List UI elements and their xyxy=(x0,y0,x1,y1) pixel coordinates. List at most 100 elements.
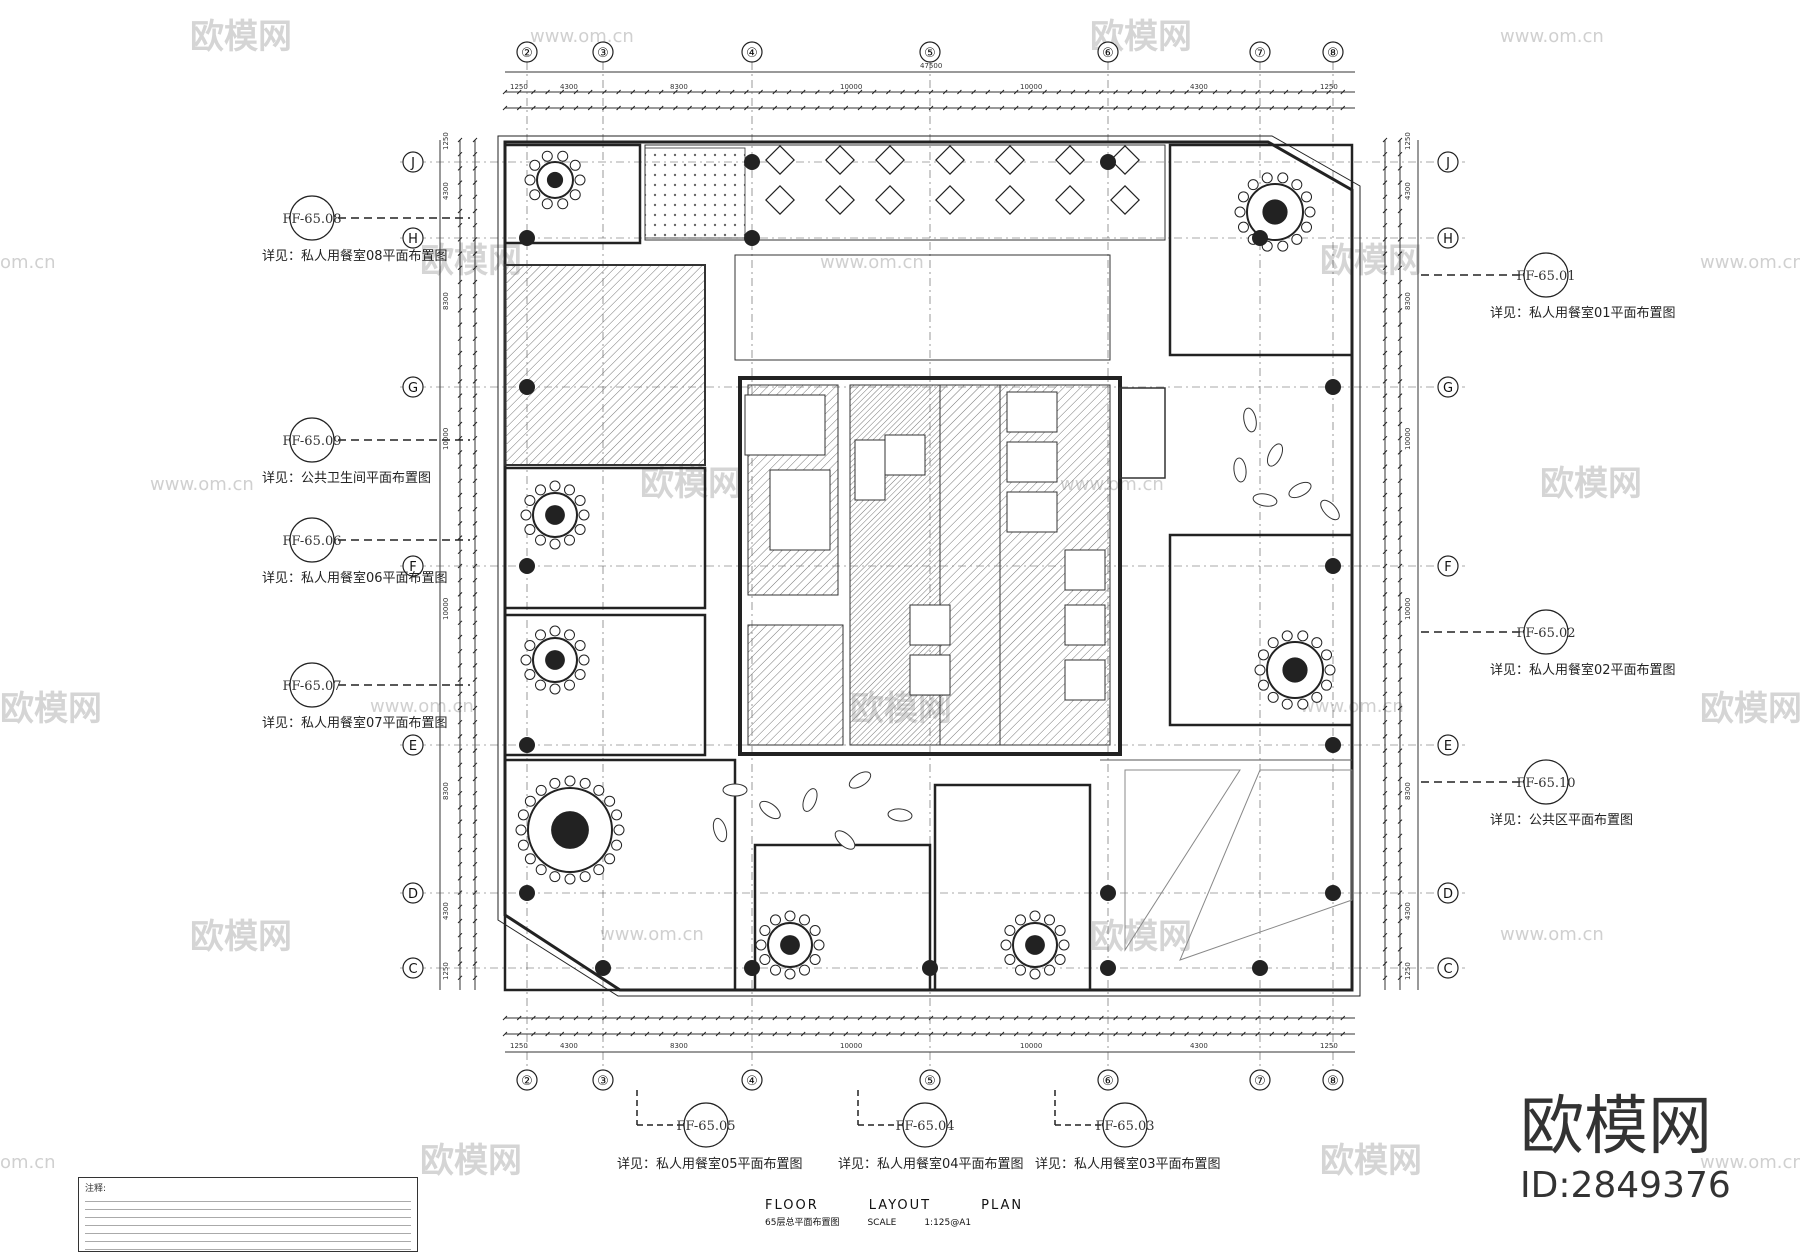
detail-code: FF-65.09 xyxy=(282,434,341,449)
span-dimension-left: 10000 xyxy=(442,598,450,620)
curtain-wall xyxy=(497,135,1361,997)
watermark: www.om.cn xyxy=(530,26,634,47)
watermark: om.cn xyxy=(0,1152,56,1173)
detail-code: FF-65.05 xyxy=(676,1119,735,1134)
grid-bubble-column: ② xyxy=(516,41,538,63)
watermark: 欧模网 xyxy=(0,689,102,729)
svg-text:⑧: ⑧ xyxy=(1327,46,1339,61)
grid-bubble-column: ⑤ xyxy=(919,1069,941,1091)
grid-bubble-row: G xyxy=(1437,376,1459,398)
grid-bubble-row: H xyxy=(1437,227,1459,249)
detail-note: 详见：公共卫生间平面布置图 xyxy=(262,471,431,486)
round-tables xyxy=(515,150,1336,980)
detail-code: FF-65.04 xyxy=(895,1119,954,1134)
private-dining-rooms xyxy=(503,143,1354,992)
svg-text:F: F xyxy=(409,560,416,575)
detail-note: 详见：私人用餐室05平面布置图 xyxy=(617,1156,803,1172)
total-dimension: 47500 xyxy=(920,62,942,70)
watermark: 欧模网 xyxy=(1090,917,1192,957)
span-dimension-left: 8300 xyxy=(442,782,450,800)
span-dimension-top: 10000 xyxy=(1020,83,1042,91)
title-subtitle: 65层总平面布置图 xyxy=(765,1218,840,1228)
span-dimension-bottom: 1250 xyxy=(510,1042,528,1050)
core xyxy=(738,376,1166,756)
detail-note: 详见：公共区平面布置图 xyxy=(1490,813,1633,828)
svg-text:⑤: ⑤ xyxy=(924,46,936,61)
detail-code: FF-65.07 xyxy=(282,679,341,694)
grid-bubble-row: F xyxy=(402,555,424,577)
brand-id: ID:2849376 xyxy=(1520,1165,1731,1206)
round-table xyxy=(1000,910,1070,980)
watermark: om.cn xyxy=(0,252,56,273)
svg-text:③: ③ xyxy=(597,1074,609,1089)
svg-text:D: D xyxy=(1443,887,1453,902)
detail-reference: FF-65.07 详见：私人用餐室07平面布置图 xyxy=(262,662,470,731)
span-labels: 1250 1250 4300 4300 8300 8300 10000 10000 10000 1… xyxy=(442,83,1412,1050)
span-dimension-right: 1250 xyxy=(1404,962,1412,980)
span-dimension-bottom: 8300 xyxy=(670,1042,688,1050)
detail-note: 详见：私人用餐室03平面布置图 xyxy=(1035,1156,1221,1172)
lounge-seating xyxy=(712,407,1340,850)
span-dimension-top: 8300 xyxy=(670,83,688,91)
watermark: 欧模网 xyxy=(1320,1141,1422,1181)
scale-label: SCALE xyxy=(867,1218,897,1228)
notes-heading: 注释: xyxy=(85,1184,107,1194)
round-table xyxy=(1234,172,1316,252)
grid-bubble-column: ⑧ xyxy=(1322,1069,1344,1091)
svg-text:⑧: ⑧ xyxy=(1327,1074,1339,1089)
svg-text:H: H xyxy=(1443,232,1453,247)
detail-reference: FF-65.02 详见：私人用餐室02平面布置图 xyxy=(1420,609,1676,678)
grid-bubble-column: ③ xyxy=(592,1069,614,1091)
svg-text:②: ② xyxy=(521,46,533,61)
detail-refs-bottom: FF-65.05 详见：私人用餐室05平面布置图 FF-65.04 详见：私人用餐室0… xyxy=(617,1090,1221,1172)
grid-bubble-column: ④ xyxy=(741,1069,763,1091)
svg-text:⑦: ⑦ xyxy=(1254,1074,1266,1089)
watermark: 欧模网 xyxy=(1540,464,1642,504)
grid-bubble-column: ③ xyxy=(592,41,614,63)
grid-bubble-row: E xyxy=(402,734,424,756)
svg-text:E: E xyxy=(1444,739,1452,754)
watermark: www.om.cn xyxy=(1500,26,1604,47)
round-table xyxy=(524,150,586,210)
grid-bubble-row: H xyxy=(402,227,424,249)
detail-note: 详见：私人用餐室06平面布置图 xyxy=(262,570,448,586)
grid-bubble-row: C xyxy=(1437,957,1459,979)
detail-note: 详见：私人用餐室07平面布置图 xyxy=(262,715,448,731)
detail-note: 详见：私人用餐室02平面布置图 xyxy=(1490,662,1676,678)
span-dimension-top: 1250 xyxy=(510,83,528,91)
title-word-plan: PLAN xyxy=(981,1198,1024,1213)
watermark: www.om.cn xyxy=(1500,924,1604,945)
detail-code: FF-65.02 xyxy=(1516,626,1575,641)
svg-text:②: ② xyxy=(521,1074,533,1089)
span-dimension-left: 1250 xyxy=(442,962,450,980)
detail-code: FF-65.08 xyxy=(282,212,341,227)
svg-text:D: D xyxy=(408,887,418,902)
span-dimension-top: 1250 xyxy=(1320,83,1338,91)
detail-reference: FF-65.05 详见：私人用餐室05平面布置图 xyxy=(617,1090,803,1172)
svg-text:③: ③ xyxy=(597,46,609,61)
watermark: 欧模网 xyxy=(190,17,292,57)
span-dimension-bottom: 4300 xyxy=(560,1042,578,1050)
span-dimension-right: 10000 xyxy=(1404,598,1412,620)
svg-text:J: J xyxy=(1445,156,1450,171)
watermark: 欧模网 xyxy=(640,464,742,504)
grid-bubble-column: ⑧ xyxy=(1322,41,1344,63)
scale-value: 1:125@A1 xyxy=(924,1218,972,1228)
detail-reference: FF-65.09 详见：公共卫生间平面布置图 xyxy=(262,417,470,486)
watermark: 欧模网 xyxy=(1700,689,1800,729)
round-table xyxy=(520,625,590,695)
span-dimension-left: 4300 xyxy=(442,902,450,920)
svg-text:F: F xyxy=(1444,560,1451,575)
structural-columns xyxy=(519,154,1341,976)
grid-bubble-row: C xyxy=(402,957,424,979)
svg-text:⑥: ⑥ xyxy=(1102,46,1114,61)
watermark: 欧模网 xyxy=(190,917,292,957)
svg-text:J: J xyxy=(410,156,415,171)
grid-bubble-row: E xyxy=(1437,734,1459,756)
